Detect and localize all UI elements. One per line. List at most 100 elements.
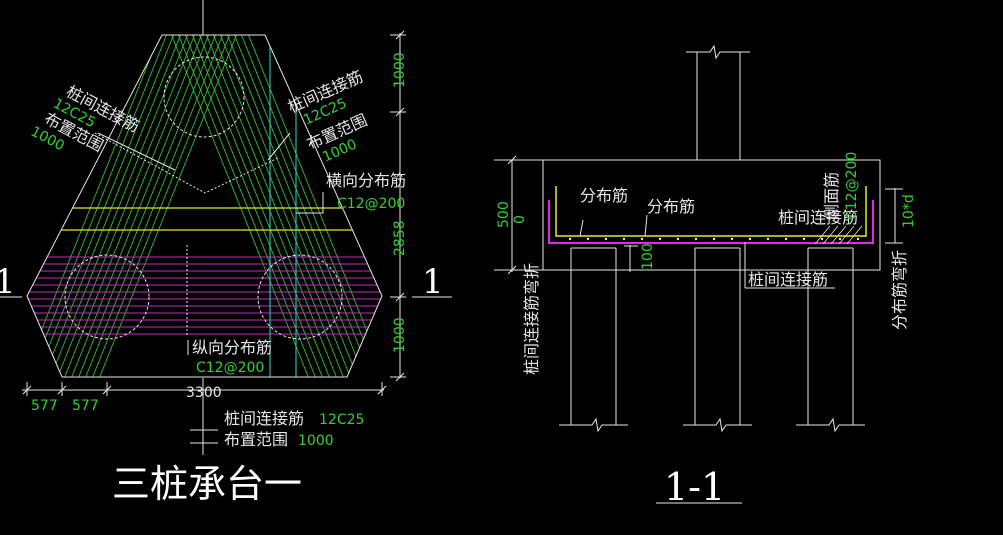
bar-dot [802, 237, 806, 241]
bar-dot [586, 237, 590, 241]
horizontal-bars [27, 256, 382, 335]
diagonal-bar [27, 35, 166, 377]
label-side-spec-group: C12@200 [844, 152, 860, 220]
top-distribution-bar [555, 186, 867, 237]
diagonal-bar [77, 35, 222, 377]
section-mark-left: 1 [0, 262, 16, 302]
side-leader [838, 225, 855, 245]
dimension-bottom [22, 382, 387, 396]
bar-dot [712, 237, 716, 241]
dim-section-embed: 100 [640, 243, 656, 270]
bar-dot [568, 237, 572, 241]
section-title: 1-1 [664, 465, 725, 509]
section-mark-right: 1 [422, 262, 444, 302]
diagonal-bar [91, 35, 236, 377]
dim-section-cover: 0 [512, 215, 528, 224]
pile-left [64, 254, 150, 340]
dim-bottom-left-2: 577 [72, 398, 99, 414]
bar-dot [658, 237, 662, 241]
bar-dots [568, 237, 860, 241]
diagonal-bar [70, 35, 215, 377]
column-break [686, 44, 750, 60]
side-leader [846, 225, 863, 245]
side-leader [830, 225, 847, 245]
label-bend-length-group: 10*d [901, 194, 917, 228]
leader-dist-1 [579, 219, 584, 237]
diagonal-bar [186, 35, 331, 377]
cap-section-outline [542, 159, 881, 271]
label-transverse-spec: C12@200 [337, 196, 405, 212]
pile-section-2 [683, 247, 752, 433]
dim-right-middle: 2858 [392, 220, 408, 256]
pile-right [257, 254, 343, 340]
label-distribution-2: 分布筋 [647, 197, 695, 216]
bar-dot [676, 237, 680, 241]
label-link-bottom-spec: 12C25 [319, 412, 364, 428]
bar-dot [640, 237, 644, 241]
label-link-bottom: 桩间连接筋 [224, 409, 304, 428]
dim-bottom-total: 3300 [186, 385, 222, 401]
label-transverse: 横向分布筋 [326, 171, 406, 190]
label-range-bottom: 布置范围 [224, 430, 288, 449]
bar-dot [784, 237, 788, 241]
label-link-top: 桩间连接筋 [778, 208, 858, 227]
diagonal-bar [84, 35, 229, 377]
label-side-bar: 侧面筋 [822, 172, 841, 220]
section-view: 分布筋 分布筋 桩间连接筋 桩间连接筋 侧面筋 C12@200 桩间连接筋弯折 … [494, 44, 917, 509]
diagonal-bar [98, 35, 243, 377]
label-dist-bend-group: 分布筋弯折 [890, 250, 909, 330]
diagonal-bar [179, 35, 324, 377]
diagonal-bar [172, 35, 317, 377]
label-longitudinal-spec: C12@200 [196, 360, 264, 376]
pile-section-1 [559, 247, 628, 433]
diagonal-bar [35, 35, 180, 377]
label-side-bar-group: 侧面筋 [822, 172, 841, 220]
label-distribution-1: 分布筋 [580, 186, 628, 205]
bottom-link-bar [548, 200, 874, 244]
bar-dot [748, 237, 752, 241]
bar-dot [856, 237, 860, 241]
plan-title: 三桩承台一 [112, 462, 302, 506]
pile-section-3 [796, 247, 865, 433]
diagonal-bar [56, 35, 201, 377]
dim-right-bottom: 1000 [392, 317, 408, 353]
side-leader [814, 225, 831, 245]
section-dim-right [885, 188, 903, 244]
label-range-bottom-value: 1000 [298, 433, 334, 449]
dim-right-top: 1000 [392, 52, 408, 88]
range-line-top [94, 132, 279, 194]
label-bend-length: 10*d [901, 194, 917, 228]
pile-top [163, 56, 245, 138]
leader-transverse [296, 192, 324, 214]
label-link-bend: 桩间连接筋弯折 [522, 263, 541, 375]
diagonal-bars-left [27, 35, 243, 377]
label-side-bar-spec: C12@200 [844, 152, 860, 220]
label-link-bend-group: 桩间连接筋弯折 [522, 263, 541, 375]
bar-dot [766, 237, 770, 241]
bar-dot [838, 237, 842, 241]
bar-dot [694, 237, 698, 241]
side-leaders [814, 225, 863, 245]
leader-right [267, 132, 291, 161]
leader-left [97, 132, 176, 171]
label-longitudinal: 纵向分布筋 [192, 338, 272, 357]
section-dim-embed [624, 245, 638, 272]
leader-dist-2 [644, 214, 648, 237]
bar-dot [820, 237, 824, 241]
diagonal-bar [49, 35, 194, 377]
diagonal-bar [63, 35, 208, 377]
side-leader [822, 225, 839, 245]
pile-cap-outline [26, 34, 383, 378]
bar-dot [604, 237, 608, 241]
plan-view: 1 1 桩间连接筋 12C25 布置范围 1000 桩间连接筋 12C25 布置… [0, 0, 452, 506]
bar-dot [622, 237, 626, 241]
diagonal-bar [42, 35, 187, 377]
plan-reinforcement [27, 35, 382, 377]
diagonal-bar [28, 35, 173, 377]
diagonal-bar [193, 35, 338, 377]
label-dist-bend: 分布筋弯折 [890, 250, 909, 330]
section-dim-left [494, 155, 543, 275]
bar-dot [730, 237, 734, 241]
dim-section-height: 500 [496, 201, 512, 228]
